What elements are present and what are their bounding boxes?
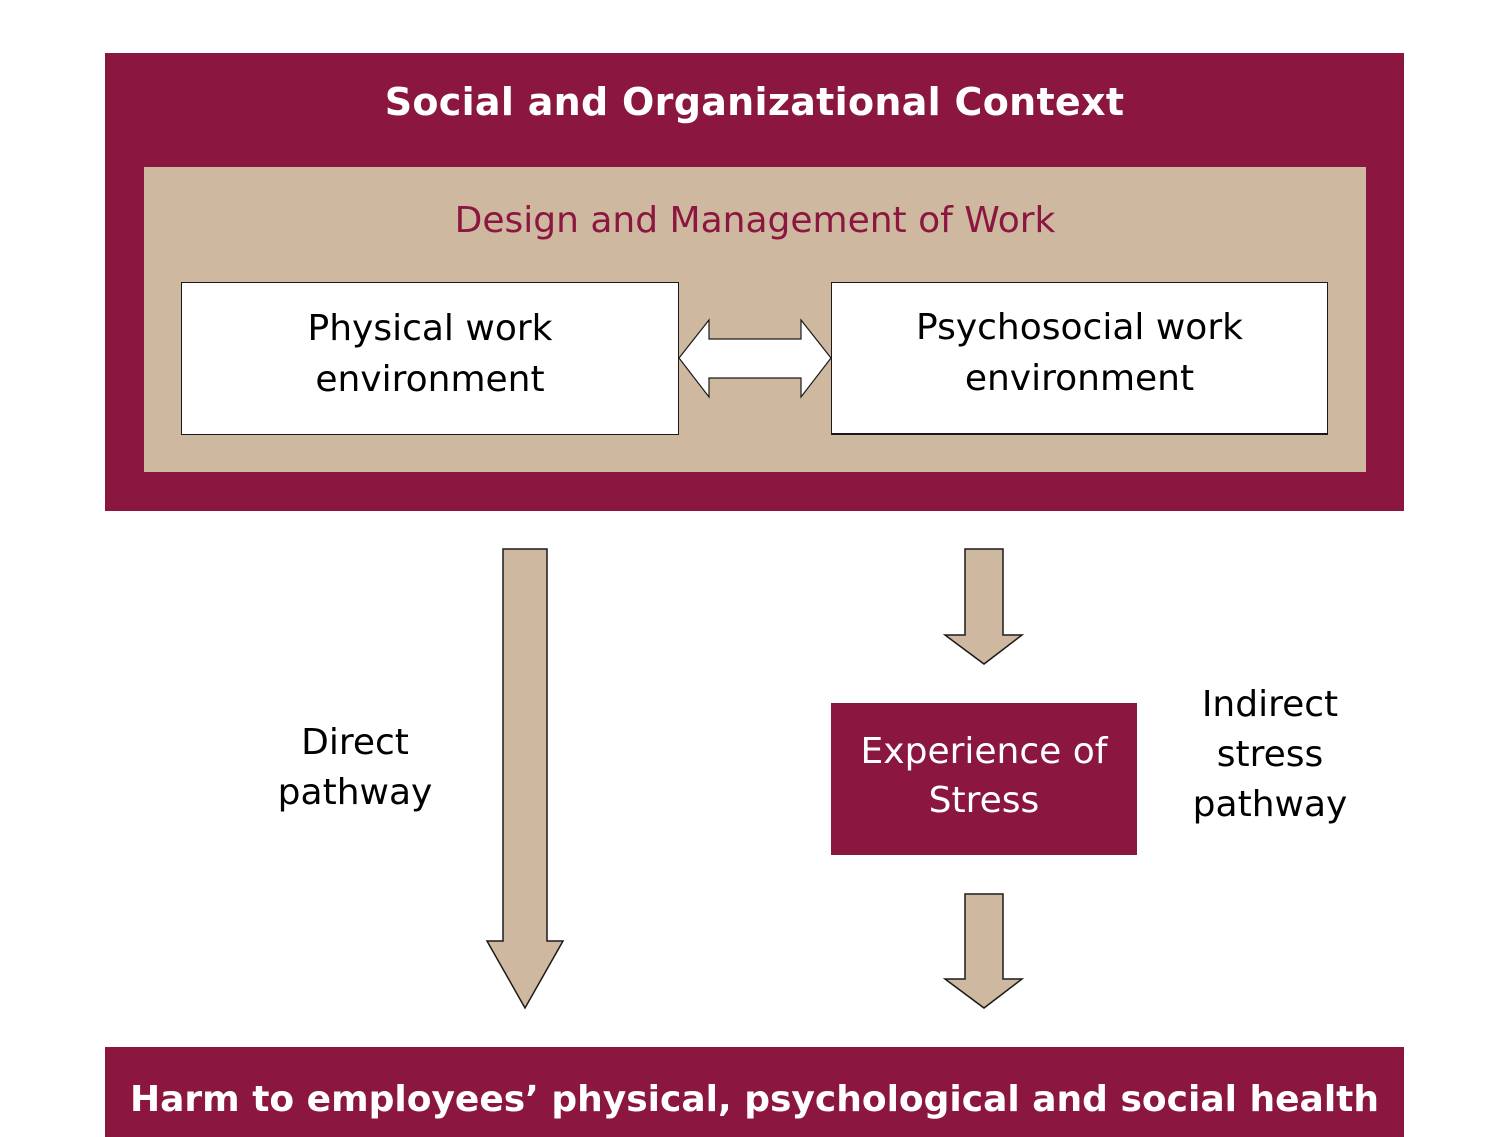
indirect-label-line2: stress xyxy=(1216,734,1324,775)
physical-box-line1: Physical work xyxy=(307,307,553,349)
outcome-harm-box: Harm to employees’ physical, psychologic… xyxy=(105,1047,1404,1137)
social-organizational-context-title: Social and Organizational Context xyxy=(384,80,1125,124)
bidirectional-arrow-icon xyxy=(678,318,832,399)
direct-label-line1: Direct xyxy=(301,722,409,763)
indirect-stress-pathway-label: Indirect stress pathway xyxy=(1170,680,1370,830)
to-stress-arrow-icon xyxy=(942,548,1025,665)
physical-box-line2: environment xyxy=(315,358,545,400)
stress-box-line1: Experience of xyxy=(860,731,1108,772)
from-stress-arrow-icon xyxy=(942,893,1025,1009)
indirect-label-line1: Indirect xyxy=(1201,684,1339,725)
stress-box-line2: Stress xyxy=(928,780,1040,821)
direct-label-line2: pathway xyxy=(277,772,433,813)
outcome-harm-title: Harm to employees’ physical, psychologic… xyxy=(129,1079,1379,1120)
indirect-label-line3: pathway xyxy=(1192,784,1348,825)
physical-work-environment-box: Physical work environment xyxy=(181,282,679,435)
psychosocial-box-line1: Psychosocial work xyxy=(916,307,1243,348)
experience-of-stress-box: Experience of Stress xyxy=(831,703,1137,855)
design-management-of-work-title: Design and Management of Work xyxy=(454,200,1056,241)
psychosocial-work-environment-box: Psychosocial work environment xyxy=(831,282,1328,435)
direct-pathway-label: Direct pathway xyxy=(255,718,455,818)
psychosocial-box-line2: environment xyxy=(964,358,1195,399)
direct-pathway-arrow-icon xyxy=(485,548,565,1010)
